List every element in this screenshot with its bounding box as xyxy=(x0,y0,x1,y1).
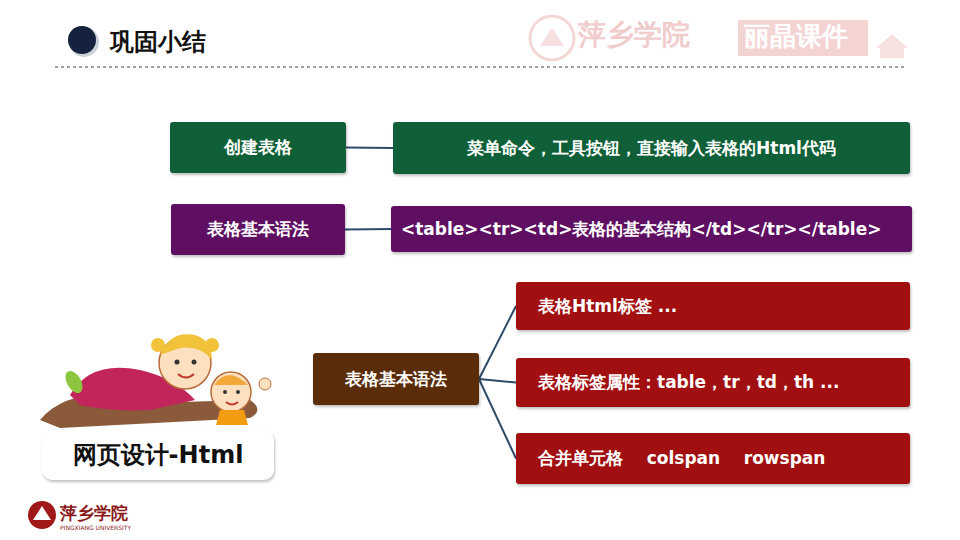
topic-box: 表格Html标签 ... xyxy=(516,282,910,330)
kids-illustration xyxy=(40,334,271,428)
watermark-emblem xyxy=(530,16,574,60)
watermark-house xyxy=(876,34,908,58)
connector-line xyxy=(346,147,393,150)
box-text: 网页设计-Html xyxy=(73,441,244,470)
box-text: 创建表格 xyxy=(224,137,292,157)
logo-emblem xyxy=(33,506,51,520)
topic-box: 表格基本语法 xyxy=(171,204,345,255)
topic-box: 合并单元格 colspan rowspan xyxy=(516,433,910,484)
topic-box: 表格标签属性：table，tr，td，th ... xyxy=(516,358,910,407)
box-text: 菜单命令，工具按钮，直接输入表格的Html代码 xyxy=(467,138,836,158)
logo-text: PINGXIANG UNIVERSITY xyxy=(60,525,131,532)
box-text: <table><tr><td>表格的基本结构</td></tr></table> xyxy=(401,219,881,239)
box-text: 表格Html标签 ... xyxy=(538,296,677,316)
topic-box: 表格基本语法 xyxy=(313,353,479,405)
topic-box: 创建表格 xyxy=(170,122,346,173)
logo-emblem xyxy=(28,501,56,529)
slide-title: 巩固小结 xyxy=(110,26,206,58)
title-bullet xyxy=(68,26,96,54)
watermark-emblem xyxy=(540,28,564,46)
topic-box: <table><tr><td>表格的基本结构</td></tr></table> xyxy=(391,206,912,252)
connector-line xyxy=(479,379,516,459)
connector-line xyxy=(479,379,516,383)
connector-line xyxy=(345,228,391,231)
watermark: 丽晶课件 xyxy=(744,22,848,51)
watermark-box xyxy=(738,20,868,56)
title-band: 网页设计-Html xyxy=(42,430,274,480)
box-text: 表格标签属性：table，tr，td，th ... xyxy=(538,372,839,392)
topic-box: 菜单命令，工具按钮，直接输入表格的Html代码 xyxy=(393,122,910,174)
bullet-shadow xyxy=(69,27,99,57)
box-text: 表格基本语法 xyxy=(345,369,447,389)
box-text: 合并单元格 colspan rowspan xyxy=(538,448,825,468)
connector-line xyxy=(479,306,516,379)
box-text: 表格基本语法 xyxy=(207,219,309,239)
title-rule xyxy=(55,66,906,67)
watermark: 萍乡学院 xyxy=(578,20,690,51)
logo-text: 萍乡学院 xyxy=(60,504,128,523)
